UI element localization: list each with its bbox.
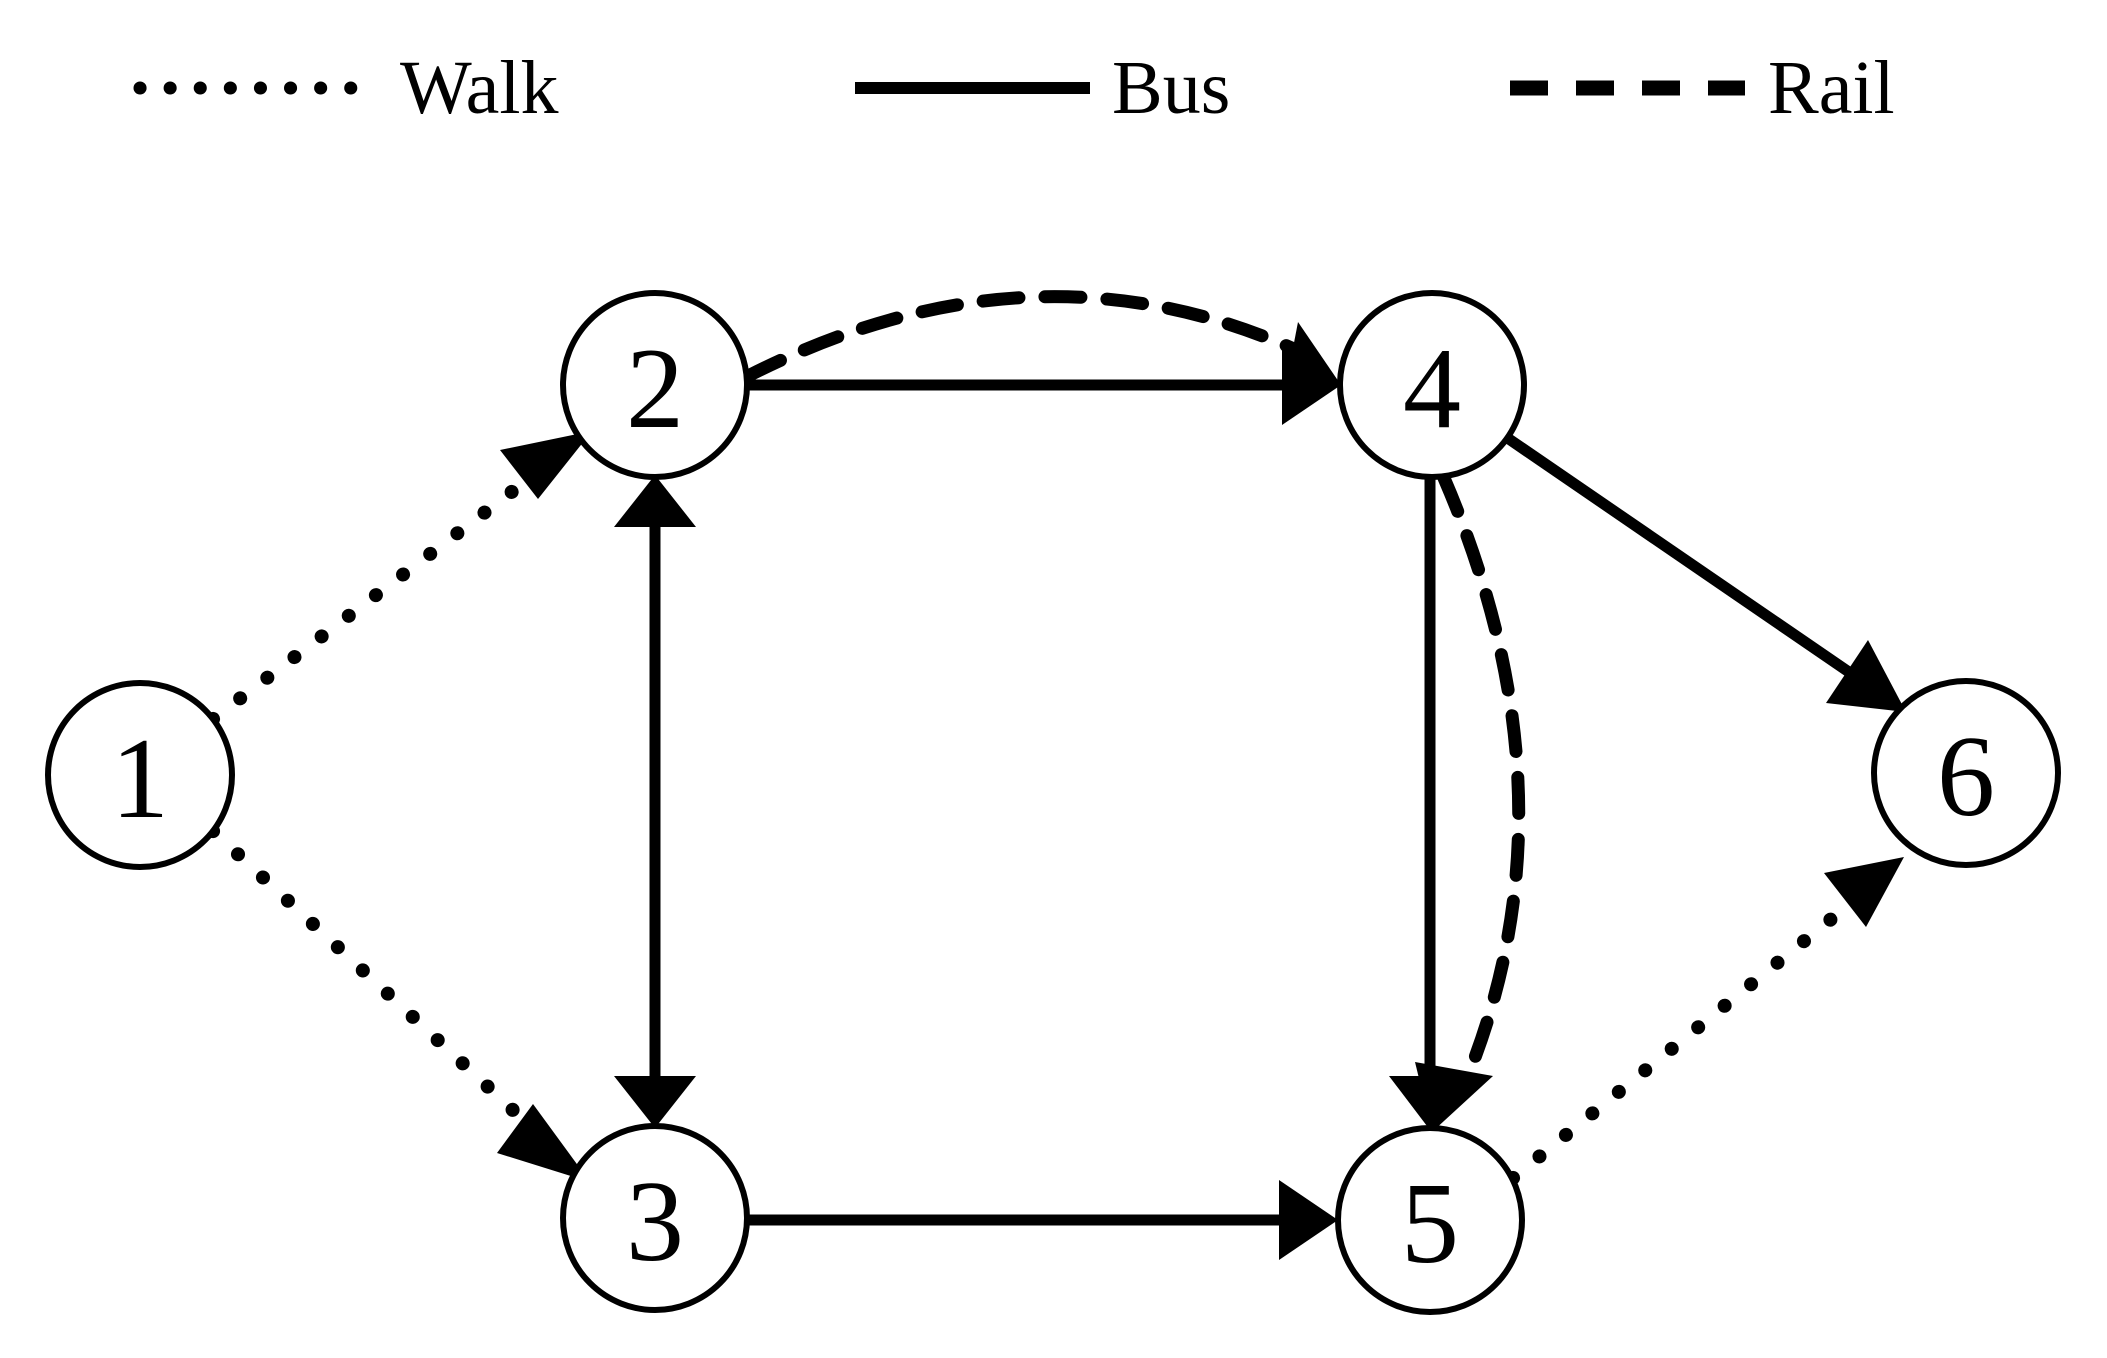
node-6-circle xyxy=(1871,678,2061,868)
legend-label-bus: Bus xyxy=(1112,46,1230,130)
node-6-label: 6 xyxy=(1937,713,1995,841)
node-2[interactable]: 2 xyxy=(560,290,750,480)
legend-label-walk: Walk xyxy=(400,46,559,130)
edge-4-to-5-rail-curve xyxy=(1437,471,1526,1102)
edge-2-to-3-bus-arrowhead-up xyxy=(614,475,696,527)
node-2-circle xyxy=(560,290,750,480)
node-1-circle xyxy=(45,680,235,870)
edge-5-to-6-walk-line xyxy=(1506,891,1864,1185)
node-6[interactable]: 6 xyxy=(1871,678,2061,868)
edge-4-to-5-bus[interactable] xyxy=(1389,477,1471,1130)
edge-1-to-3-walk-arrowhead xyxy=(497,1104,590,1182)
edge-4-to-5-rail[interactable] xyxy=(1415,471,1526,1132)
edge-4-to-5-rail-arrowhead xyxy=(1415,1062,1493,1132)
edge-4-to-6-bus-line xyxy=(1502,432,1866,686)
legend-item-walk[interactable]: Walk xyxy=(133,46,559,130)
node-4-label: 4 xyxy=(1403,325,1461,453)
edge-2-to-4-rail-curve xyxy=(741,290,1316,383)
node-4[interactable]: 4 xyxy=(1337,290,1527,480)
legend-item-rail[interactable]: Rail xyxy=(1510,46,1895,130)
edge-4-to-6-bus[interactable] xyxy=(1502,432,1906,712)
edge-2-to-4-bus[interactable] xyxy=(747,345,1341,425)
node-3-circle xyxy=(560,1123,750,1313)
edge-5-to-6-walk-arrowhead xyxy=(1824,857,1904,927)
node-3-label: 3 xyxy=(626,1158,684,1286)
edge-5-to-6-walk[interactable] xyxy=(1506,857,1904,1185)
node-3[interactable]: 3 xyxy=(560,1123,750,1313)
edge-3-to-5-bus[interactable] xyxy=(747,1180,1338,1260)
edge-4-to-6-bus-arrowhead xyxy=(1826,640,1906,712)
edge-1-to-3-walk[interactable] xyxy=(206,824,590,1182)
node-1-label: 1 xyxy=(111,715,169,843)
edge-2-to-3-bus-arrowhead-down xyxy=(614,1076,696,1128)
legend-item-bus[interactable]: Bus xyxy=(855,46,1230,130)
edge-1-to-2-walk-line xyxy=(206,471,537,726)
edge-2-to-4-rail-arrowhead xyxy=(1283,322,1341,400)
edge-1-to-3-walk-line xyxy=(206,824,537,1133)
node-5-circle xyxy=(1335,1125,1525,1315)
edge-1-to-2-walk-arrowhead xyxy=(500,431,592,499)
node-1[interactable]: 1 xyxy=(45,680,235,870)
edge-3-to-5-bus-arrowhead xyxy=(1279,1180,1338,1260)
edge-1-to-2-walk[interactable] xyxy=(206,431,592,726)
legend: Walk Bus Rail xyxy=(133,46,1895,130)
node-4-circle xyxy=(1337,290,1527,480)
node-5[interactable]: 5 xyxy=(1335,1125,1525,1315)
graph-edges xyxy=(206,290,1906,1260)
node-5-label: 5 xyxy=(1401,1160,1459,1288)
legend-label-rail: Rail xyxy=(1768,46,1895,130)
edge-2-to-4-rail[interactable] xyxy=(741,290,1341,400)
graph-nodes: 1 2 3 4 5 6 xyxy=(45,290,2061,1315)
node-2-label: 2 xyxy=(626,325,684,453)
edge-2-to-3-bus-bidirectional[interactable] xyxy=(614,475,696,1128)
